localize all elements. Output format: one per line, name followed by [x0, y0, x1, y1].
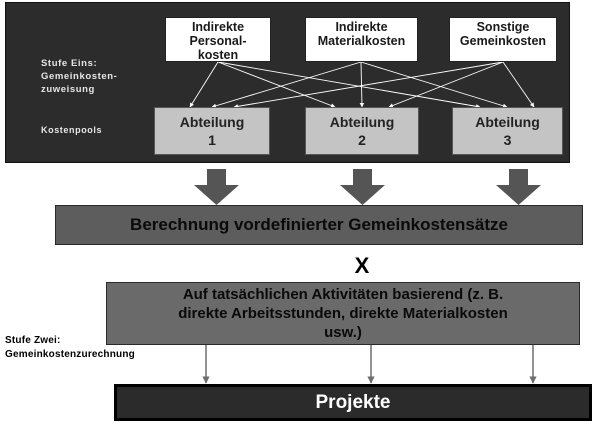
connector-source-2-to-pool-2 [359, 61, 365, 108]
cost-pools-label: Kostenpools [41, 125, 103, 135]
stage-one-label: Stufe Eins: Gemeinkosten- zuweisung [41, 58, 118, 95]
connector-source-1-to-pool-1 [189, 61, 219, 108]
activity-basis-box: Auf tatsächlichen Aktivitäten basierend … [106, 282, 580, 345]
down-arrow-2 [340, 169, 385, 205]
stage-two-label: Stufe Zwei: Gemeinkostenzurechnung [5, 335, 135, 360]
connector-source-3-to-pool-3 [502, 61, 535, 108]
connector-source-2-to-pool-3 [360, 61, 508, 108]
connector-source-1-to-pool-2 [217, 61, 336, 108]
down-arrow-1 [194, 169, 239, 205]
connector-source-2-to-pool-1 [211, 61, 362, 108]
source-indirect-personnel: Indirekte Personal- kosten [165, 17, 271, 62]
pool-department-3: Abteilung 3 [452, 107, 563, 155]
down-arrow-3 [496, 169, 541, 205]
source-indirect-material: Indirekte Materialkosten [305, 17, 418, 62]
connector-source-1-to-pool-3 [217, 61, 481, 109]
multiply-operator: X [354, 253, 370, 278]
connector-source-3-to-pool-2 [388, 61, 504, 108]
source-other-overhead: Sonstige Gemeinkosten [449, 17, 557, 62]
pool-department-1: Abteilung 1 [154, 107, 270, 155]
pool-department-2: Abteilung 2 [305, 107, 419, 155]
overhead-rate-calculation: Berechnung vordefinierter Gemeinkostensä… [55, 205, 583, 245]
projects-bar: Projekte [114, 384, 592, 421]
connector-source-3-to-pool-1 [233, 61, 504, 109]
